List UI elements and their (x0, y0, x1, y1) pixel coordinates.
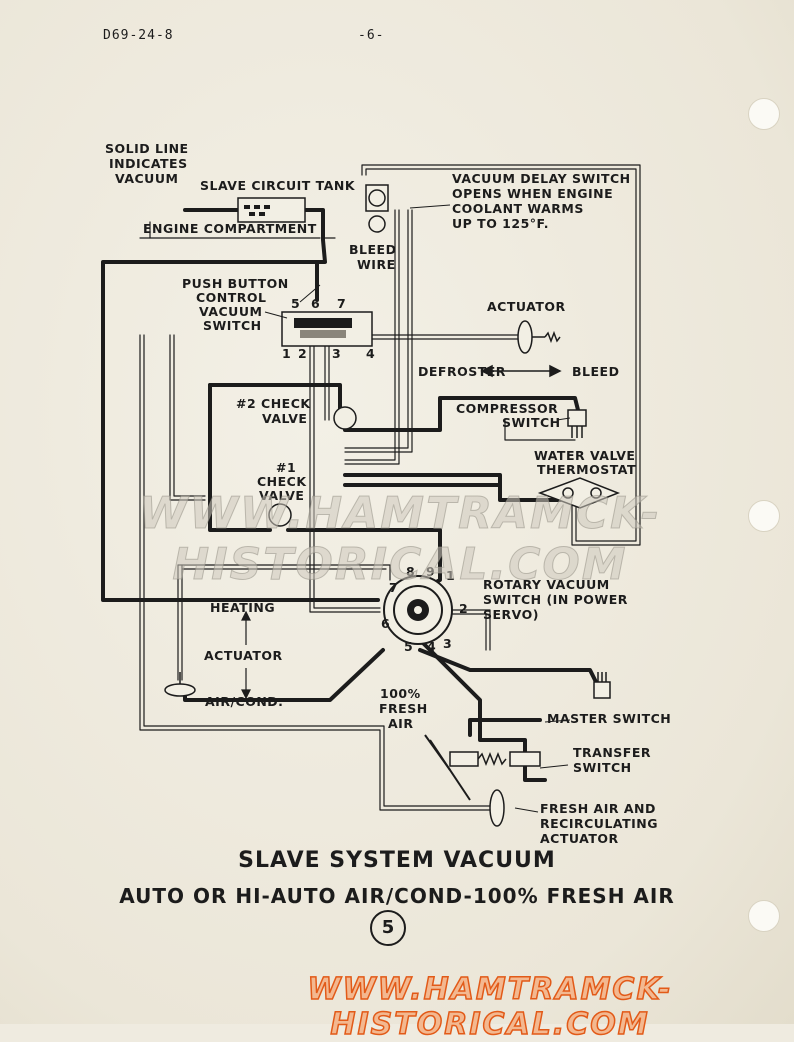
aircond-label: AIR/COND. (205, 694, 283, 709)
pushbutton-label: PUSH BUTTON CONTROL VACUUM SWITCH (182, 276, 294, 333)
bleed-lines (139, 164, 641, 811)
bleed-label: BLEED (572, 364, 619, 379)
water-valve-thermostat (537, 477, 621, 509)
compressor-switch (567, 409, 587, 438)
master-switch (593, 672, 611, 699)
rotary-vacuum-switch (383, 575, 453, 645)
actuator-top (517, 320, 561, 354)
rotary-switch-label: ROTARY VACUUM SWITCH (IN POWER SERVO) (483, 577, 633, 622)
actuator-mid-label: ACTUATOR (204, 648, 283, 663)
punch-hole-bottom (748, 900, 780, 932)
vacuum-delay-switch (365, 184, 389, 233)
heating-label: HEATING (210, 600, 275, 615)
master-switch-label: MASTER SWITCH (547, 711, 671, 726)
water-valve-label: WATER VALVE THERMOSTAT (534, 448, 640, 477)
fresh-air-100-label: 100% FRESH AIR (379, 686, 433, 731)
pushbutton-bottom-ports: 1 2 3 4 (282, 346, 375, 361)
diagram-subtitle: AUTO OR HI-AUTO AIR/COND-100% FRESH AIR (119, 884, 675, 908)
check-valve-1 (268, 503, 292, 527)
check-valve-2-label: #2 CHECK VALVE (236, 396, 315, 426)
watermark-center: WWW.HAMTRAMCK-HISTORICAL.COM (138, 488, 662, 591)
actuator-left (164, 672, 196, 697)
rotary-ports: 8 9 1 7 2 6 5 4 3 (381, 564, 473, 654)
vacuum-delay-label: VACUUM DELAY SWITCH OPENS WHEN ENGINE CO… (452, 171, 636, 231)
document-code: D69-24-8 (103, 28, 174, 43)
watermark-bottom: WWW.HAMTRAMCK-HISTORICAL.COM (307, 971, 673, 1042)
defroster-label: DEFROSTER (418, 364, 506, 379)
pushbutton-top-ports: 5 6 7 (291, 296, 346, 311)
check-valve-1-label: #1 CHECK VALVE (257, 460, 311, 503)
transfer-switch-label: TRANSFER SWITCH (573, 745, 656, 775)
slave-tank-label: SLAVE CIRCUIT TANK (200, 178, 356, 193)
punch-hole-top (748, 98, 780, 130)
compressor-switch-label: COMPRESSOR SWITCH (456, 401, 563, 430)
slave-circuit-tank (237, 197, 306, 223)
punch-hole-middle (748, 500, 780, 532)
pushbutton-control-vacuum-switch (281, 311, 373, 347)
figure-number-badge: 5 (370, 910, 406, 946)
legend-label: SOLID LINE INDICATES VACUUM (105, 141, 193, 186)
diagram-title: SLAVE SYSTEM VACUUM (238, 848, 556, 873)
engine-compartment-label: ENGINE COMPARTMENT (143, 221, 317, 236)
check-valve-2 (333, 406, 357, 430)
fresh-air-actuator (429, 739, 505, 827)
page-number: -6- (358, 28, 385, 43)
bleed-wire-label: BLEED WIRE (349, 242, 401, 272)
fresh-air-actuator-label: FRESH AIR AND RECIRCULATING ACTUATOR (540, 801, 663, 846)
actuator-top-label: ACTUATOR (487, 299, 566, 314)
